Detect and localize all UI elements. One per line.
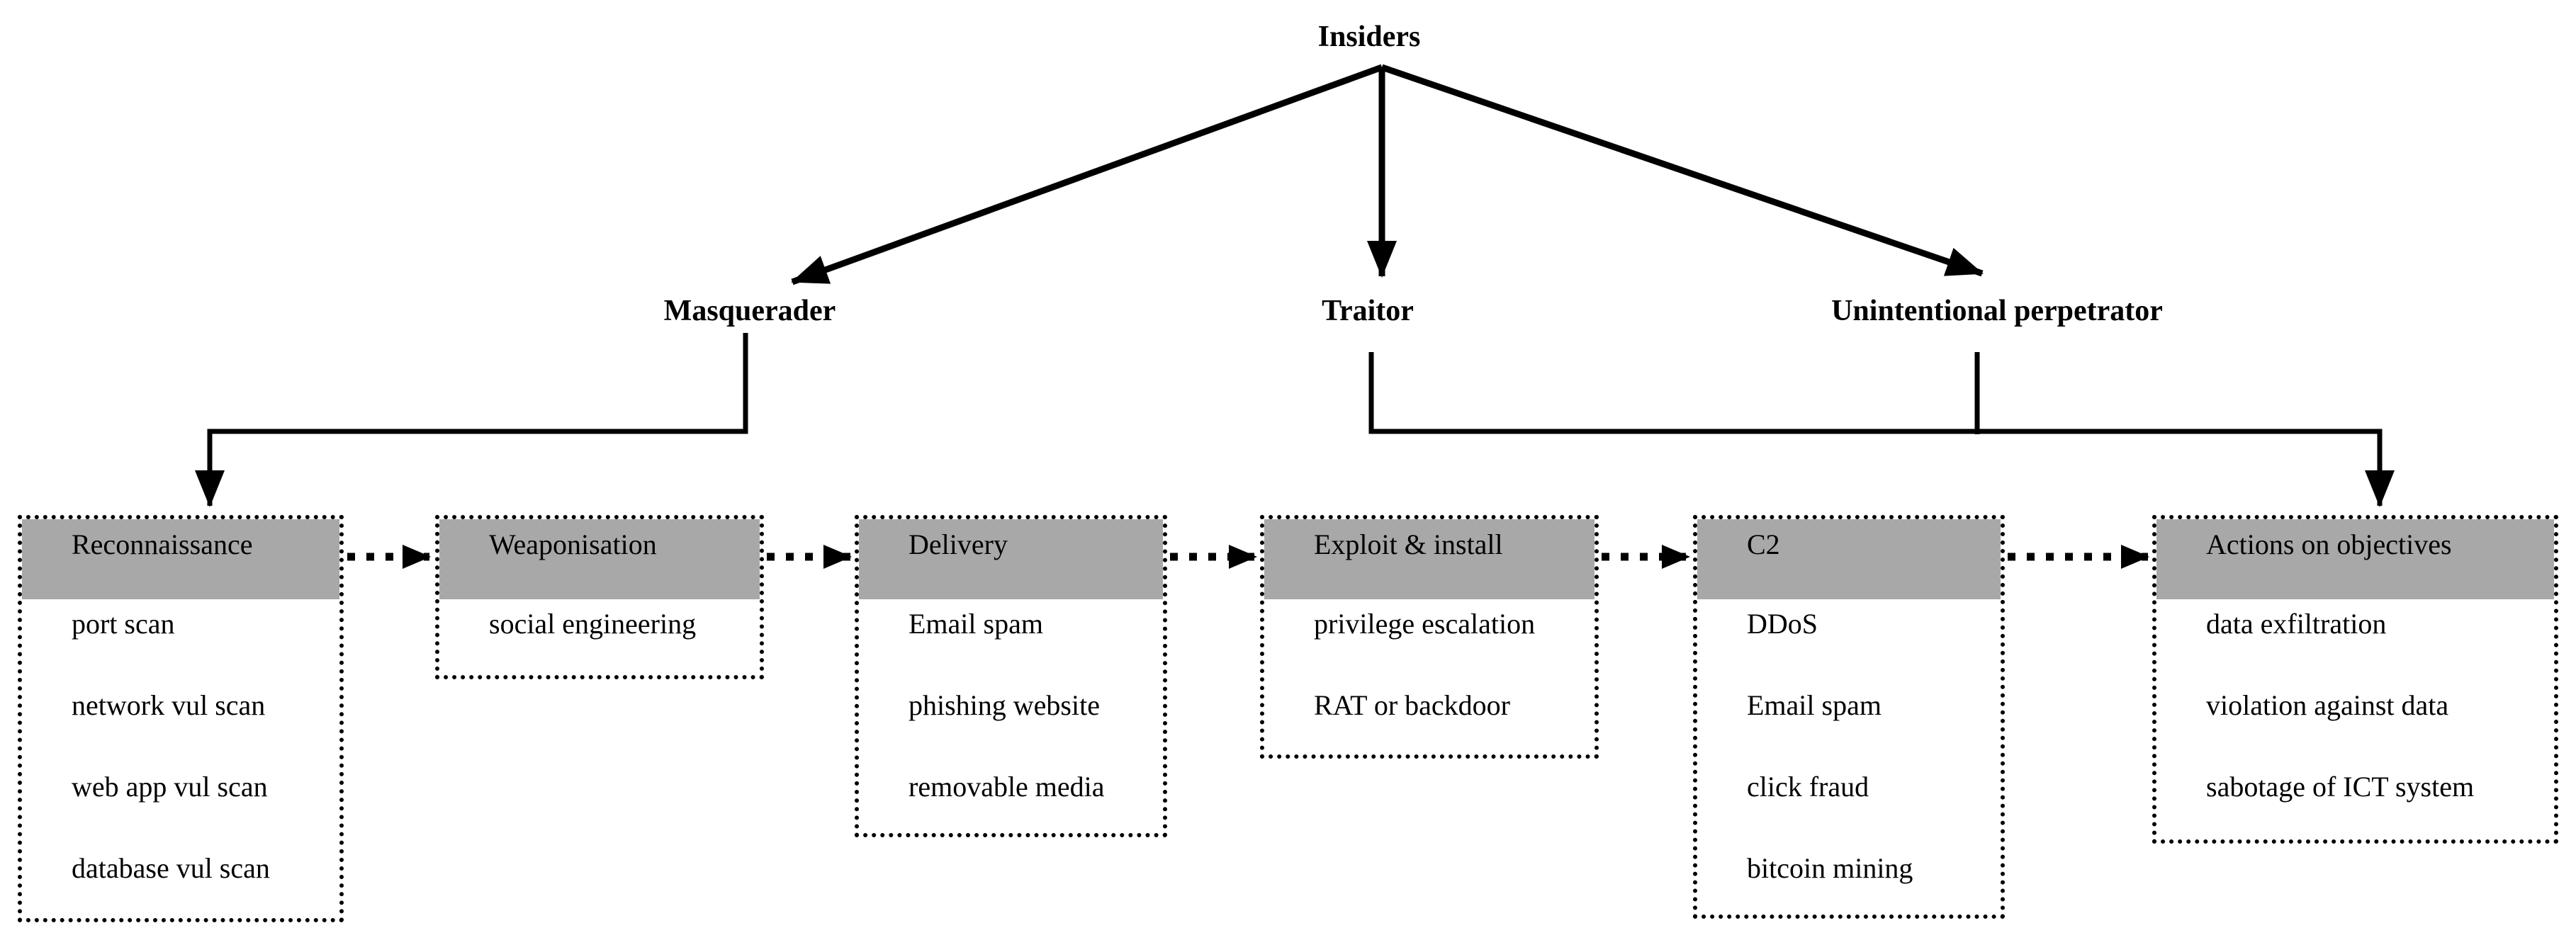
stage-item: privilege escalation: [1314, 608, 1536, 640]
stage-box-exploit-install: Exploit & install privilege escalation R…: [1260, 515, 1599, 759]
actor-label-traitor: Traitor: [1322, 295, 1414, 327]
stage-item: database vul scan: [72, 852, 270, 884]
stage-header: Exploit & install: [1264, 519, 1594, 599]
stage-box-c2: C2 DDoS Email spam click fraud bitcoin m…: [1693, 515, 2005, 919]
stage-item: bitcoin mining: [1747, 852, 1913, 884]
stage-header: Delivery: [859, 519, 1163, 599]
stage-item: removable media: [909, 771, 1105, 803]
stage-item: data exfiltration: [2206, 608, 2387, 640]
stage-item-list: port scan network vul scan web app vul s…: [22, 608, 339, 918]
stage-item: social engineering: [489, 608, 697, 640]
stage-item: RAT or backdoor: [1314, 689, 1510, 721]
stage-header: Actions on objectives: [2156, 519, 2554, 599]
stage-item: phishing website: [909, 689, 1100, 721]
stage-item: web app vul scan: [72, 771, 268, 803]
stage-item: Email spam: [1747, 689, 1882, 721]
stage-item-list: data exfiltration violation against data…: [2156, 608, 2554, 839]
stage-box-delivery: Delivery Email spam phishing website rem…: [855, 515, 1167, 837]
root-label-insiders: Insiders: [1317, 21, 1421, 53]
actor-label-unintentional-perpetrator: Unintentional perpetrator: [1831, 295, 2163, 327]
stage-box-actions-on-objectives: Actions on objectives data exfiltration …: [2152, 515, 2558, 844]
arrow-insiders-to-unintentional-perpetrator: [1380, 64, 1984, 277]
stage-header: Weaponisation: [439, 519, 760, 599]
arrow-insiders-to-masquerader: [791, 64, 1383, 285]
stage-box-reconnaissance: Reconnaissance port scan network vul sca…: [18, 515, 344, 922]
stage-item-list: DDoS Email spam click fraud bitcoin mini…: [1697, 608, 2001, 914]
stage-header: C2: [1697, 519, 2001, 599]
stage-item-list: privilege escalation RAT or backdoor: [1264, 608, 1594, 754]
connector-traitor-to-actions-on-objectives: [1368, 352, 2395, 507]
stage-item: Email spam: [909, 608, 1043, 640]
stage-item-list: social engineering: [439, 608, 760, 675]
stage-item: violation against data: [2206, 689, 2449, 721]
stage-item: network vul scan: [72, 689, 266, 721]
stage-item: port scan: [72, 608, 175, 640]
stage-item: sabotage of ICT system: [2206, 771, 2475, 803]
actor-label-masquerader: Masquerader: [663, 295, 836, 327]
stage-item-list: Email spam phishing website removable me…: [859, 608, 1163, 833]
stage-header: Reconnaissance: [22, 519, 339, 599]
connector-masquerader-to-reconnaissance: [195, 333, 748, 507]
stage-item: click fraud: [1747, 771, 1869, 803]
stage-box-weaponisation: Weaponisation social engineering: [435, 515, 764, 679]
stage-item: DDoS: [1747, 608, 1818, 640]
